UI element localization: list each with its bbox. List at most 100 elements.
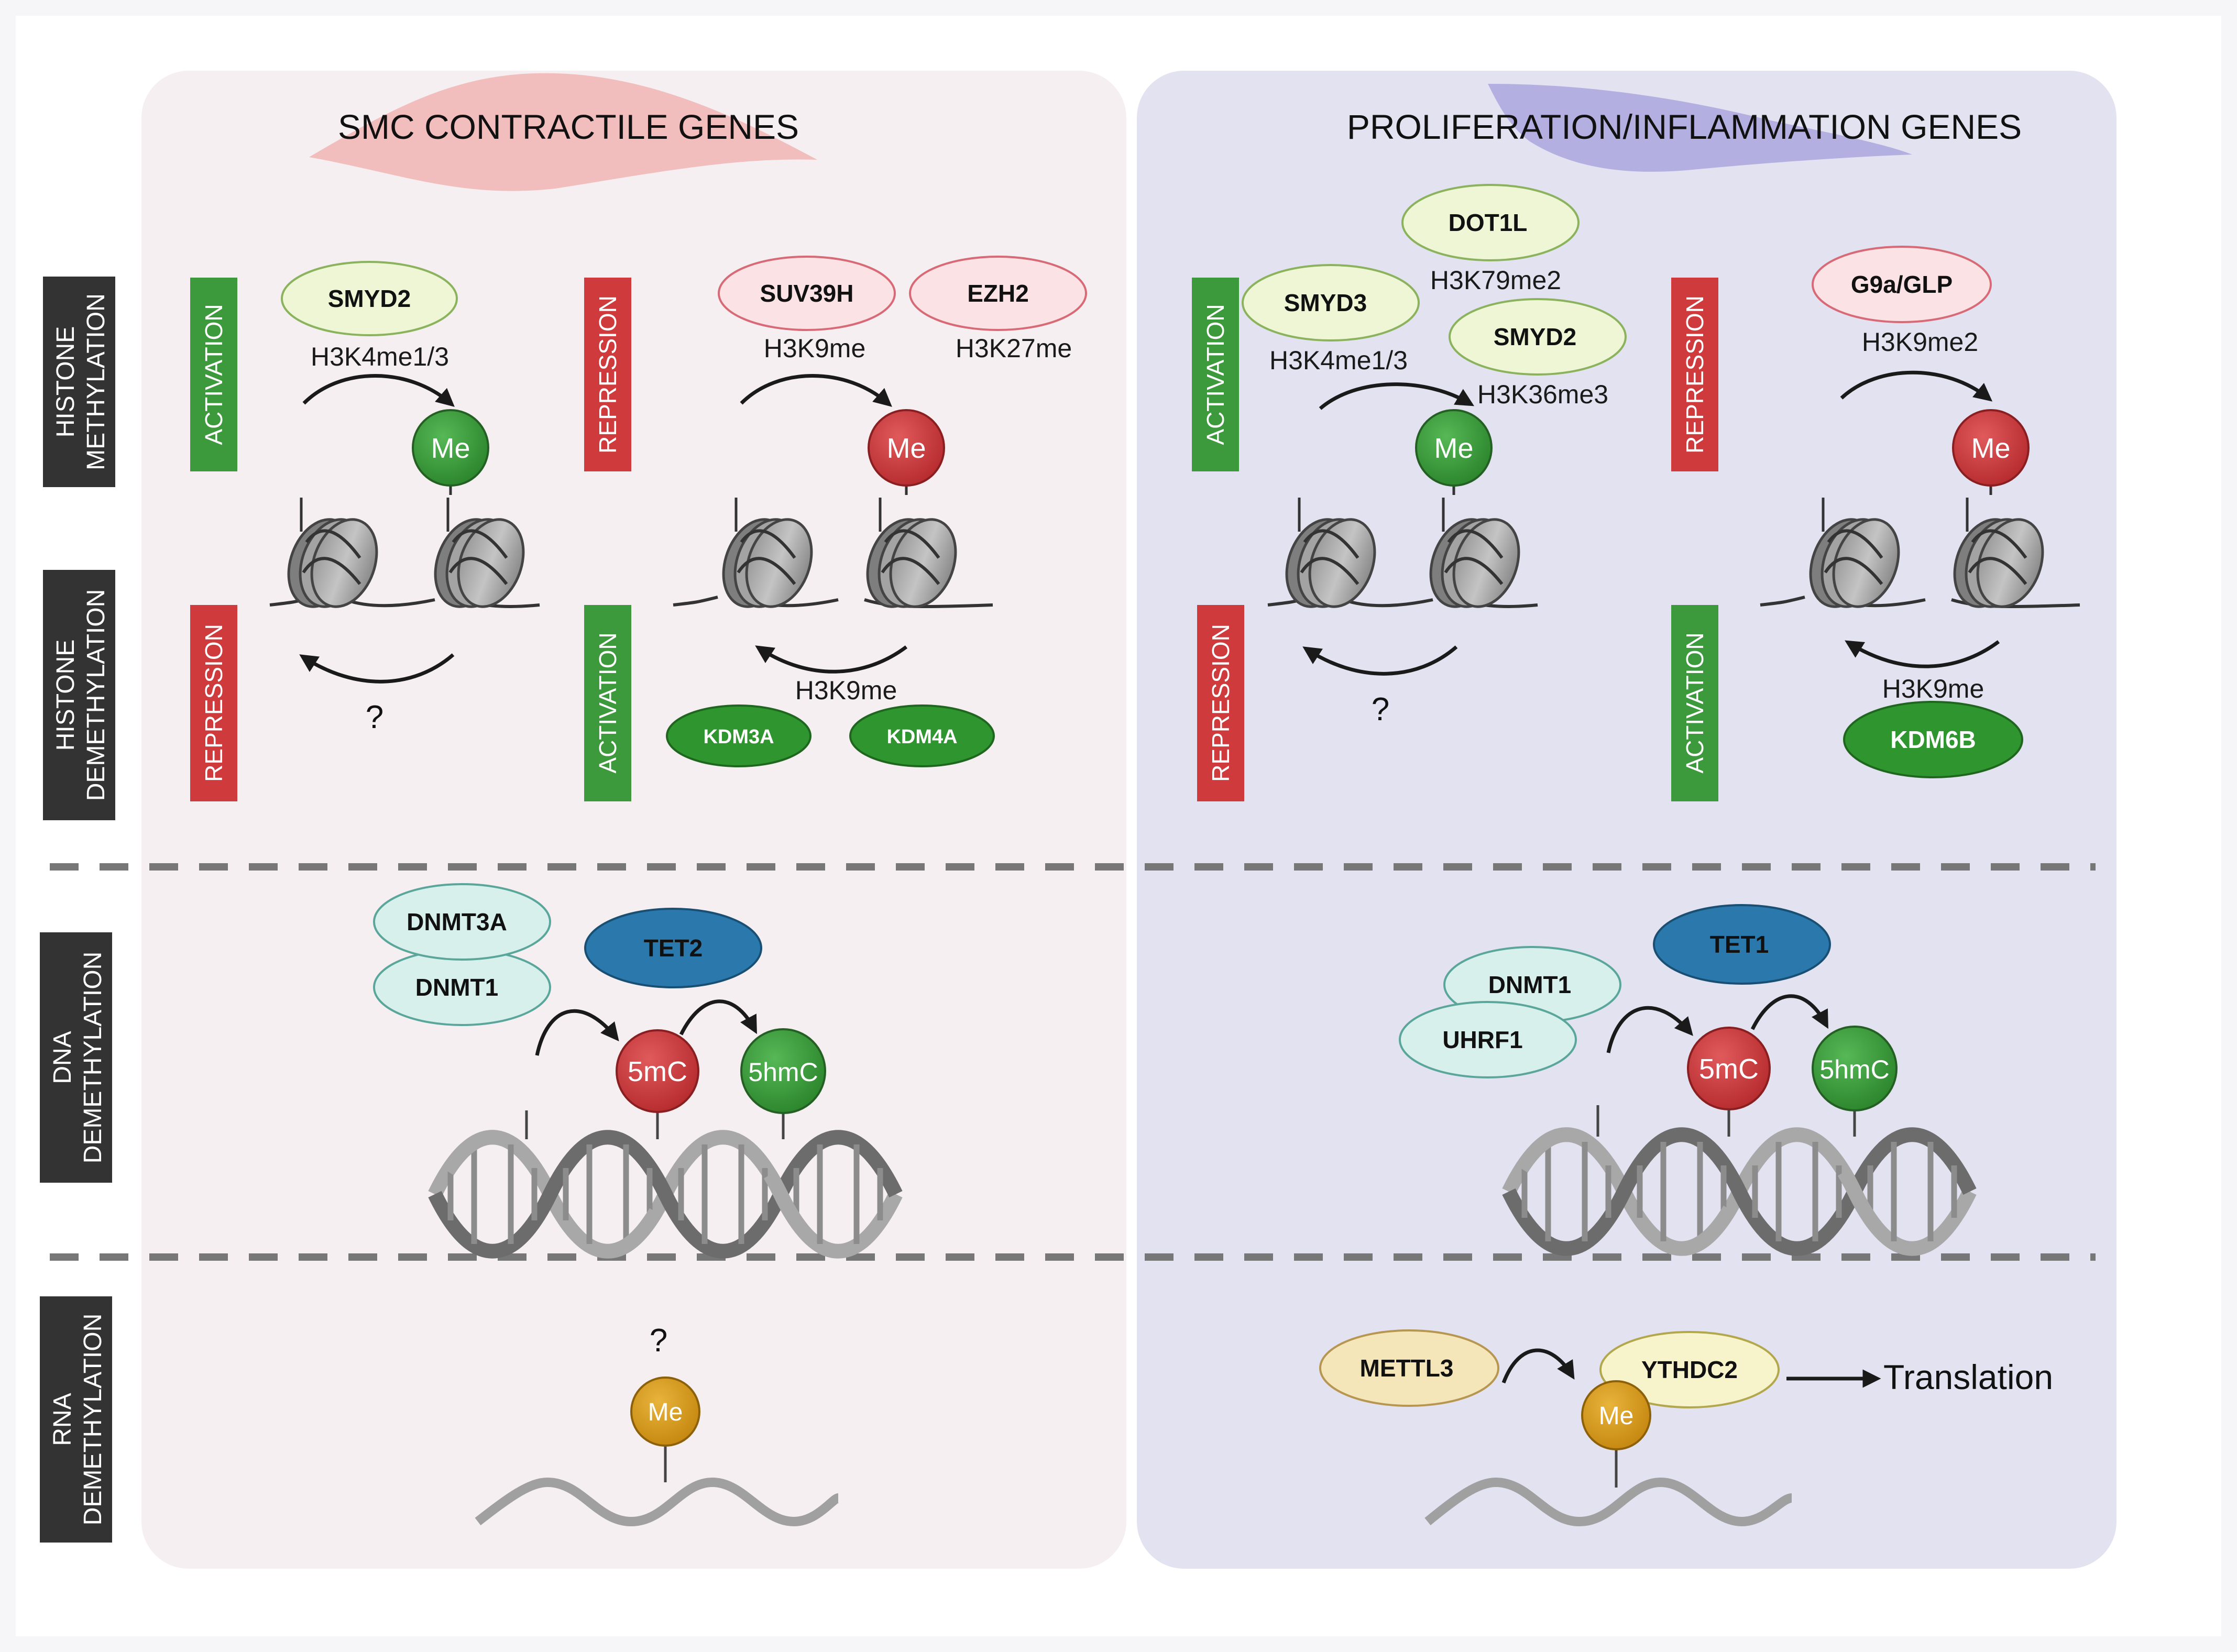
svg-text:SUV39H: SUV39H (760, 280, 854, 307)
side-label-histone-demethylation: HISTONE DEMETHYLATION (43, 570, 115, 820)
right-tet1: TET1 (1653, 904, 1831, 985)
left-kdm3a: KDM3A (666, 704, 812, 767)
right-mettl3: METTL3 (1319, 1329, 1499, 1407)
right-smyd2: SMYD2 (1449, 298, 1627, 376)
right-rep-arrow (1840, 370, 1993, 402)
svg-text:5mC: 5mC (628, 1056, 687, 1087)
svg-text:SMYD3: SMYD3 (1284, 289, 1367, 316)
svg-text:REPRESSION: REPRESSION (200, 624, 227, 782)
svg-text:Me: Me (1971, 433, 2010, 464)
left-chromatin-1 (269, 498, 540, 616)
left-5mc: 5mC (616, 1029, 699, 1139)
left-me-red: Me (868, 409, 945, 495)
left-rep-arrow (740, 374, 892, 407)
svg-text:REPRESSION: REPRESSION (1207, 624, 1234, 782)
svg-text:5mC: 5mC (1699, 1053, 1759, 1085)
side-label-dna-demethylation: DNA DEMETHYLATION (40, 932, 112, 1183)
svg-text:HISTONE: HISTONE (52, 640, 80, 751)
right-ythdc2: YTHDC2 (1599, 1331, 1780, 1408)
svg-text:RNA: RNA (49, 1393, 76, 1446)
left-kdm4a: KDM4A (849, 704, 995, 767)
svg-text:DEMETHYLATION: DEMETHYLATION (82, 589, 110, 801)
svg-text:METTL3: METTL3 (1360, 1354, 1454, 1382)
side-label-rna-demethylation: RNA DEMETHYLATION (40, 1296, 112, 1543)
right-demeth-activation-bar: ACTIVATION (1671, 605, 1718, 801)
svg-text:REPRESSION: REPRESSION (1681, 295, 1708, 454)
svg-text:DOT1L: DOT1L (1449, 209, 1528, 236)
svg-text:DNMT1: DNMT1 (415, 974, 498, 1001)
svg-text:DEMETHYLATION: DEMETHYLATION (79, 952, 107, 1163)
left-dnmt1: DNMT1 (373, 949, 551, 1026)
left-demeth-repression-bar: REPRESSION (190, 605, 237, 801)
left-demeth-arrow-2 (755, 645, 908, 674)
left-rna-wave (475, 1443, 840, 1527)
left-demeth-arrow-1 (299, 653, 455, 684)
left-demeth-question: ? (366, 699, 383, 735)
right-h3k4-label: H3K4me1/3 (1269, 346, 1408, 375)
svg-text:DNMT3A: DNMT3A (407, 908, 507, 935)
svg-text:Me: Me (1434, 433, 1473, 464)
right-me-red: Me (1952, 409, 2030, 495)
right-g9a: G9a/GLP (1812, 246, 1992, 323)
svg-text:YTHDC2: YTHDC2 (1641, 1356, 1738, 1383)
left-chromatin-2 (673, 498, 993, 616)
right-h3k79-label: H3K79me2 (1430, 266, 1561, 295)
svg-text:ACTIVATION: ACTIVATION (1202, 304, 1229, 445)
svg-text:KDM3A: KDM3A (703, 726, 774, 748)
svg-text:DEMETHYLATION: DEMETHYLATION (79, 1314, 107, 1525)
smc-cell-shape (309, 73, 817, 191)
left-activation-bar: ACTIVATION (190, 278, 237, 471)
svg-text:KDM6B: KDM6B (1890, 726, 1976, 753)
svg-text:REPRESSION: REPRESSION (594, 295, 621, 454)
svg-text:5hmC: 5hmC (1819, 1055, 1889, 1084)
left-h3k9-label: H3K9me (764, 334, 866, 363)
left-5hmc: 5hmC (740, 1028, 826, 1139)
right-demeth-repression-bar: REPRESSION (1197, 605, 1244, 801)
side-label-histone-methylation: HISTONE METHYLATION (43, 277, 115, 487)
right-rna-arrow (1501, 1348, 1575, 1384)
right-5hmc: 5hmC (1812, 1026, 1898, 1137)
right-dna-arrow-1 (1606, 1006, 1693, 1053)
left-title: SMC CONTRACTILE GENES (338, 107, 799, 146)
right-rna-me: Me (1581, 1380, 1651, 1450)
svg-text:UHRF1: UHRF1 (1442, 1026, 1522, 1053)
left-rna-me: Me (630, 1376, 700, 1447)
left-h3k4-label: H3K4me1/3 (311, 342, 449, 371)
left-repression-bar: REPRESSION (584, 278, 631, 471)
svg-text:HISTONE: HISTONE (52, 326, 80, 437)
right-smyd3: SMYD3 (1242, 264, 1420, 342)
right-repression-bar: REPRESSION (1671, 278, 1718, 471)
left-me-green: Me (412, 409, 489, 495)
svg-text:TET1: TET1 (1710, 931, 1769, 958)
left-ezh2: EZH2 (909, 256, 1087, 331)
svg-text:Me: Me (886, 433, 926, 464)
left-h3k27-label: H3K27me (956, 334, 1072, 363)
svg-text:G9a/GLP: G9a/GLP (1851, 271, 1953, 298)
right-dna-arrow-2 (1750, 994, 1828, 1030)
right-demeth-arrow-1 (1302, 645, 1458, 676)
left-dnmt3a: DNMT3A (373, 883, 551, 961)
svg-text:EZH2: EZH2 (967, 280, 1029, 307)
svg-text:KDM4A: KDM4A (886, 726, 957, 748)
svg-text:SMYD2: SMYD2 (1494, 323, 1576, 350)
svg-text:Me: Me (1599, 1402, 1634, 1430)
left-rna-question: ? (650, 1323, 667, 1359)
translation-label: Translation (1883, 1358, 2053, 1396)
svg-text:ACTIVATION: ACTIVATION (200, 304, 227, 445)
svg-text:ACTIVATION: ACTIVATION (594, 632, 621, 773)
svg-text:SMYD2: SMYD2 (328, 285, 411, 312)
left-dna-helix (435, 1110, 896, 1251)
svg-text:5hmC: 5hmC (748, 1058, 818, 1087)
right-demeth-h3k9-label: H3K9me (1882, 674, 1984, 703)
right-me-green: Me (1415, 409, 1493, 495)
left-act-arrow (302, 374, 455, 407)
right-activation-bar: ACTIVATION (1192, 278, 1239, 471)
left-dna-arrow-1 (535, 1009, 619, 1056)
left-demeth-activation-bar: ACTIVATION (584, 605, 631, 801)
svg-text:ACTIVATION: ACTIVATION (1681, 632, 1708, 773)
left-suv39h: SUV39H (718, 256, 896, 331)
svg-text:TET2: TET2 (644, 934, 703, 962)
right-chromatin-2 (1760, 498, 2080, 616)
right-demeth-question: ? (1372, 691, 1389, 728)
